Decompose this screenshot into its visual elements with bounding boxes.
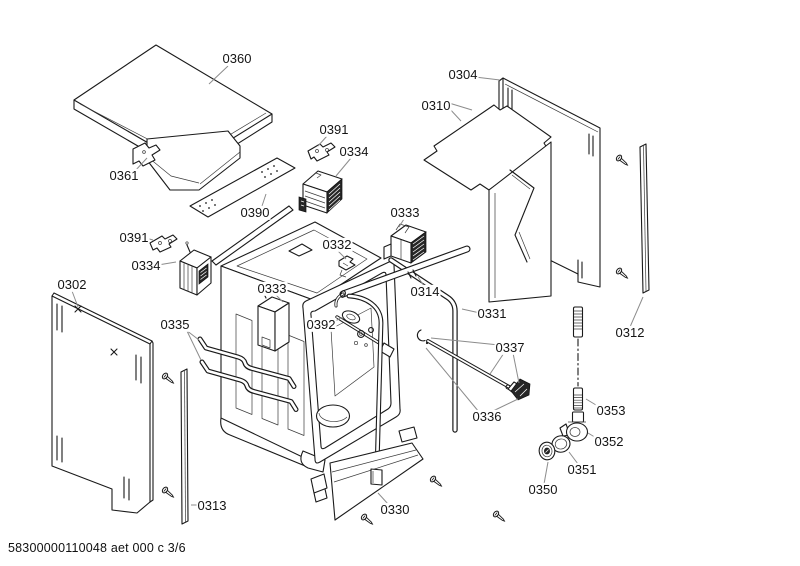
retaining-clip-0336 xyxy=(416,329,429,345)
grommet-0350 xyxy=(538,441,556,461)
screw-icon xyxy=(160,485,176,501)
module-0334-upper xyxy=(298,170,343,214)
module-0333-left xyxy=(257,286,290,352)
spindle-0353 xyxy=(571,306,585,423)
mounting-bracket-0310 xyxy=(423,104,552,303)
slide-rods-0335 xyxy=(197,336,299,412)
screw-icon xyxy=(160,371,176,387)
top-latch-0332 xyxy=(338,255,356,278)
trim-strip-0312 xyxy=(639,143,650,294)
spray-pipe-0337 xyxy=(426,339,531,401)
side-panel-0302 xyxy=(51,292,154,514)
cover-strip-0390 xyxy=(189,157,296,218)
fill-hose xyxy=(346,293,384,472)
module-0333-top xyxy=(383,223,427,264)
trim-strip-0313 xyxy=(180,368,189,525)
screw-icon xyxy=(428,474,444,490)
screw-icon xyxy=(491,509,507,525)
supply-tube-0314 xyxy=(334,245,471,308)
ring-0351 xyxy=(551,435,571,453)
screw-icon xyxy=(359,512,375,528)
screw-icon xyxy=(614,153,630,169)
worktop-support-0361 xyxy=(132,130,241,191)
bend-tube-0331 xyxy=(388,257,458,433)
fixing-bracket-0391-lower xyxy=(149,234,178,253)
document-number: 58300000110048 aet 000 c 3/6 xyxy=(8,541,186,555)
module-0334-lower xyxy=(179,241,212,296)
elbow-fitting-0352 xyxy=(559,421,589,442)
screw-icon xyxy=(614,266,630,282)
fixing-bracket-0391-upper xyxy=(307,142,336,162)
tub-assembly xyxy=(211,205,401,473)
plinth-panel-0330 xyxy=(310,426,424,521)
